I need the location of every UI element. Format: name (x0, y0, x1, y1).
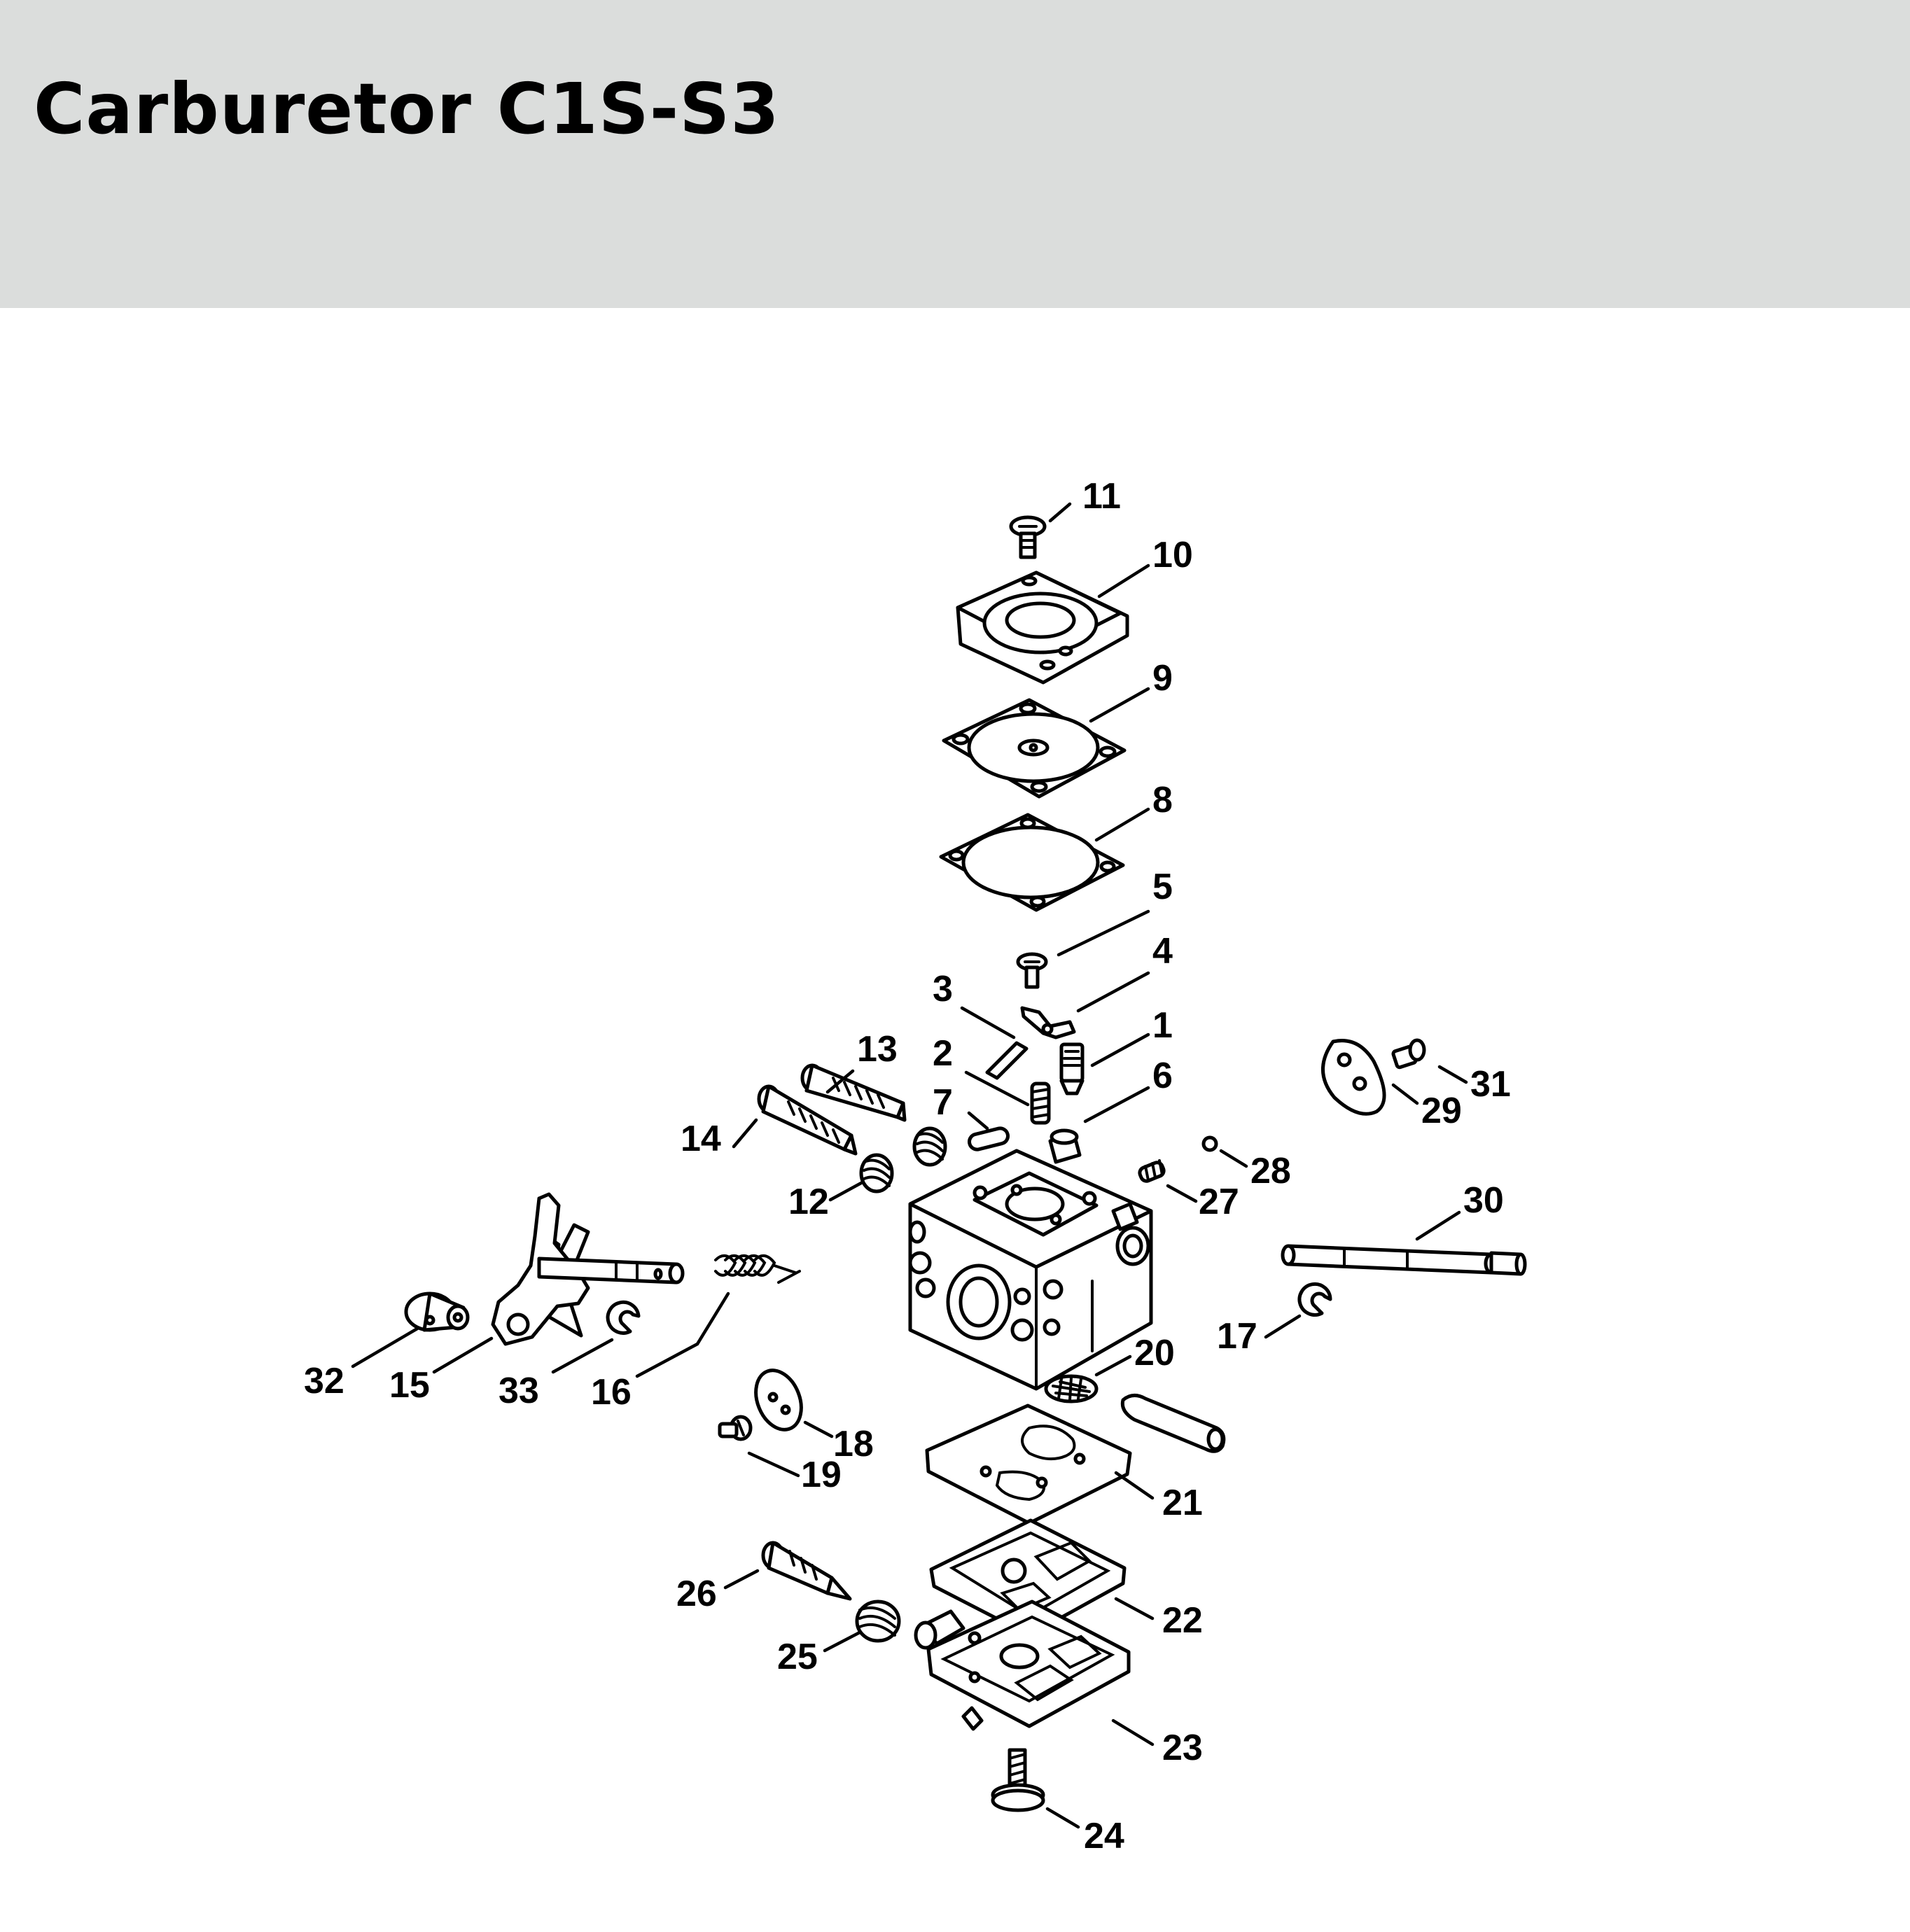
part-10-cover (956, 570, 1129, 685)
part-14-screw (757, 1084, 858, 1156)
callout-7: 7 (933, 1082, 953, 1123)
part-24-screw (991, 1748, 1045, 1812)
callout-9: 9 (1152, 658, 1173, 699)
callout-19: 19 (801, 1455, 842, 1495)
callout-17: 17 (1217, 1316, 1257, 1357)
callout-33: 33 (499, 1371, 539, 1411)
part-13-spring (912, 1126, 947, 1167)
callout-24: 24 (1084, 1816, 1124, 1856)
part-9-diaphragm (942, 698, 1127, 799)
callout-15: 15 (389, 1365, 430, 1406)
callout-23: 23 (1162, 1728, 1203, 1768)
callout-1: 1 (1152, 1005, 1173, 1046)
part-15-throttle-shaft (491, 1192, 685, 1346)
callout-30: 30 (1463, 1180, 1504, 1221)
page-title: Carburetor C1S-S3 (34, 68, 780, 150)
part-31-screw (1391, 1038, 1426, 1070)
callout-8: 8 (1152, 780, 1173, 820)
part-3-pin (985, 1041, 1029, 1080)
part-7-gasket (968, 1126, 1010, 1152)
part-30-choke-shaft (1281, 1244, 1527, 1276)
part-33-clip (606, 1300, 641, 1335)
callout-labels: 11 10 9 8 5 4 3 1 2 6 7 13 14 12 31 29 2… (304, 476, 1511, 1856)
callout-31: 31 (1470, 1064, 1511, 1105)
part-11-screw (1009, 515, 1047, 559)
part-23-pump-cover (914, 1600, 1131, 1731)
part-21-gasket (925, 1404, 1132, 1525)
callout-32: 32 (304, 1361, 344, 1401)
part-4-lever (1020, 1006, 1076, 1040)
part-6-plug (1048, 1128, 1082, 1164)
callout-6: 6 (1152, 1056, 1173, 1096)
part-17-clip (1297, 1282, 1332, 1317)
part-26-screw (761, 1541, 852, 1601)
part-18-throttle-plate (754, 1368, 803, 1432)
callout-4: 4 (1152, 931, 1173, 972)
part-19-screw (718, 1415, 753, 1441)
callout-27: 27 (1199, 1182, 1239, 1222)
callout-14: 14 (681, 1119, 721, 1159)
callout-21: 21 (1162, 1483, 1203, 1523)
callout-5: 5 (1152, 867, 1173, 907)
callout-16: 16 (591, 1372, 632, 1413)
callout-22: 22 (1162, 1600, 1203, 1641)
callout-20: 20 (1134, 1333, 1175, 1373)
callout-29: 29 (1421, 1091, 1462, 1131)
part-16-spring (714, 1254, 801, 1284)
callout-12: 12 (788, 1182, 829, 1222)
callout-26: 26 (676, 1574, 717, 1614)
callout-25: 25 (777, 1637, 818, 1677)
part-13-screw (800, 1063, 907, 1122)
part-1-needle (1059, 1042, 1085, 1096)
part-28-ball (1201, 1135, 1218, 1152)
part-fuel-hose (1120, 1394, 1226, 1453)
part-22-diaphragm (929, 1518, 1127, 1637)
leader-lines (351, 502, 1468, 1829)
part-25-spring (855, 1600, 901, 1643)
part-2-spring (1030, 1082, 1051, 1125)
header-banner: Carburetor C1S-S3 (0, 0, 1910, 308)
part-32-sleeve (404, 1292, 470, 1332)
part-20-strainer (1044, 1374, 1099, 1404)
callout-13: 13 (857, 1029, 898, 1070)
part-5-screw (1016, 952, 1048, 989)
callout-11: 11 (1082, 476, 1121, 517)
callout-10: 10 (1152, 535, 1193, 575)
part-8-gasket (939, 813, 1125, 912)
callout-28: 28 (1250, 1151, 1291, 1191)
part-12-spring (859, 1153, 894, 1194)
callout-2: 2 (933, 1033, 953, 1074)
callout-18: 18 (833, 1424, 874, 1464)
callout-3: 3 (933, 969, 953, 1009)
carburetor-body (908, 1149, 1153, 1391)
part-29-choke-plate (1321, 1039, 1386, 1116)
part-27-spring (1138, 1159, 1166, 1183)
